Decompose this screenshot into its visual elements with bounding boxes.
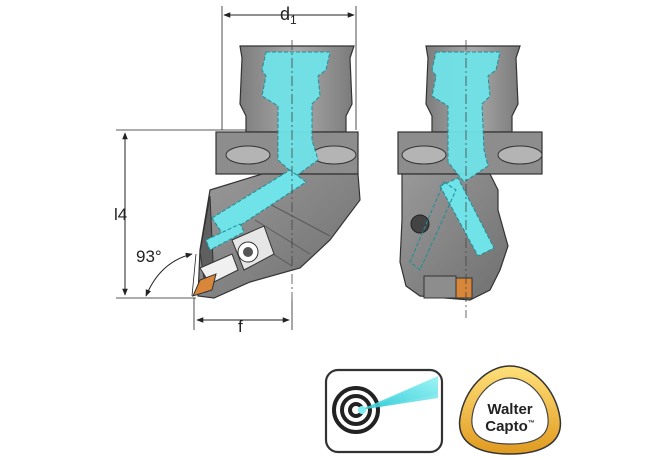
right-flange-hole-right xyxy=(497,145,543,165)
dimension-f: f xyxy=(193,298,293,336)
right-view-cutting-head xyxy=(397,40,543,318)
angle-label: 93° xyxy=(136,247,162,266)
d1-label: d1 xyxy=(280,4,297,27)
walter-capto-line2: Capto™ xyxy=(485,418,535,435)
left-coolant-channel-insert xyxy=(205,223,245,251)
left-flange-hole-right xyxy=(311,145,357,165)
right-head-body xyxy=(399,173,509,301)
dimension-angle: 93° xyxy=(136,247,197,297)
left-flange-hole-left xyxy=(225,145,271,165)
dimension-d1: d1 xyxy=(221,4,357,130)
right-clamp-plate xyxy=(423,275,457,299)
right-flange-hole-left xyxy=(401,145,447,165)
dimension-l4: l4 xyxy=(114,129,246,299)
right-coolant-channel-branch xyxy=(409,181,457,271)
left-insert xyxy=(192,273,217,297)
right-insert xyxy=(455,277,473,299)
internal-coolant-icon xyxy=(332,376,438,434)
l4-label: l4 xyxy=(114,205,127,224)
walter-capto-line1: Walter xyxy=(487,401,532,418)
left-clamp-screw-inner xyxy=(243,247,253,257)
f-label: f xyxy=(238,317,243,336)
internal-coolant-badge xyxy=(324,368,444,454)
left-coolant-channel-diagonal xyxy=(211,169,307,237)
left-coolant-channel-vertical xyxy=(261,51,331,177)
left-view-cutting-head xyxy=(192,40,361,300)
walter-capto-badge: Walter Capto™ xyxy=(458,365,562,455)
right-coolant-channel-diagonal xyxy=(439,177,495,257)
